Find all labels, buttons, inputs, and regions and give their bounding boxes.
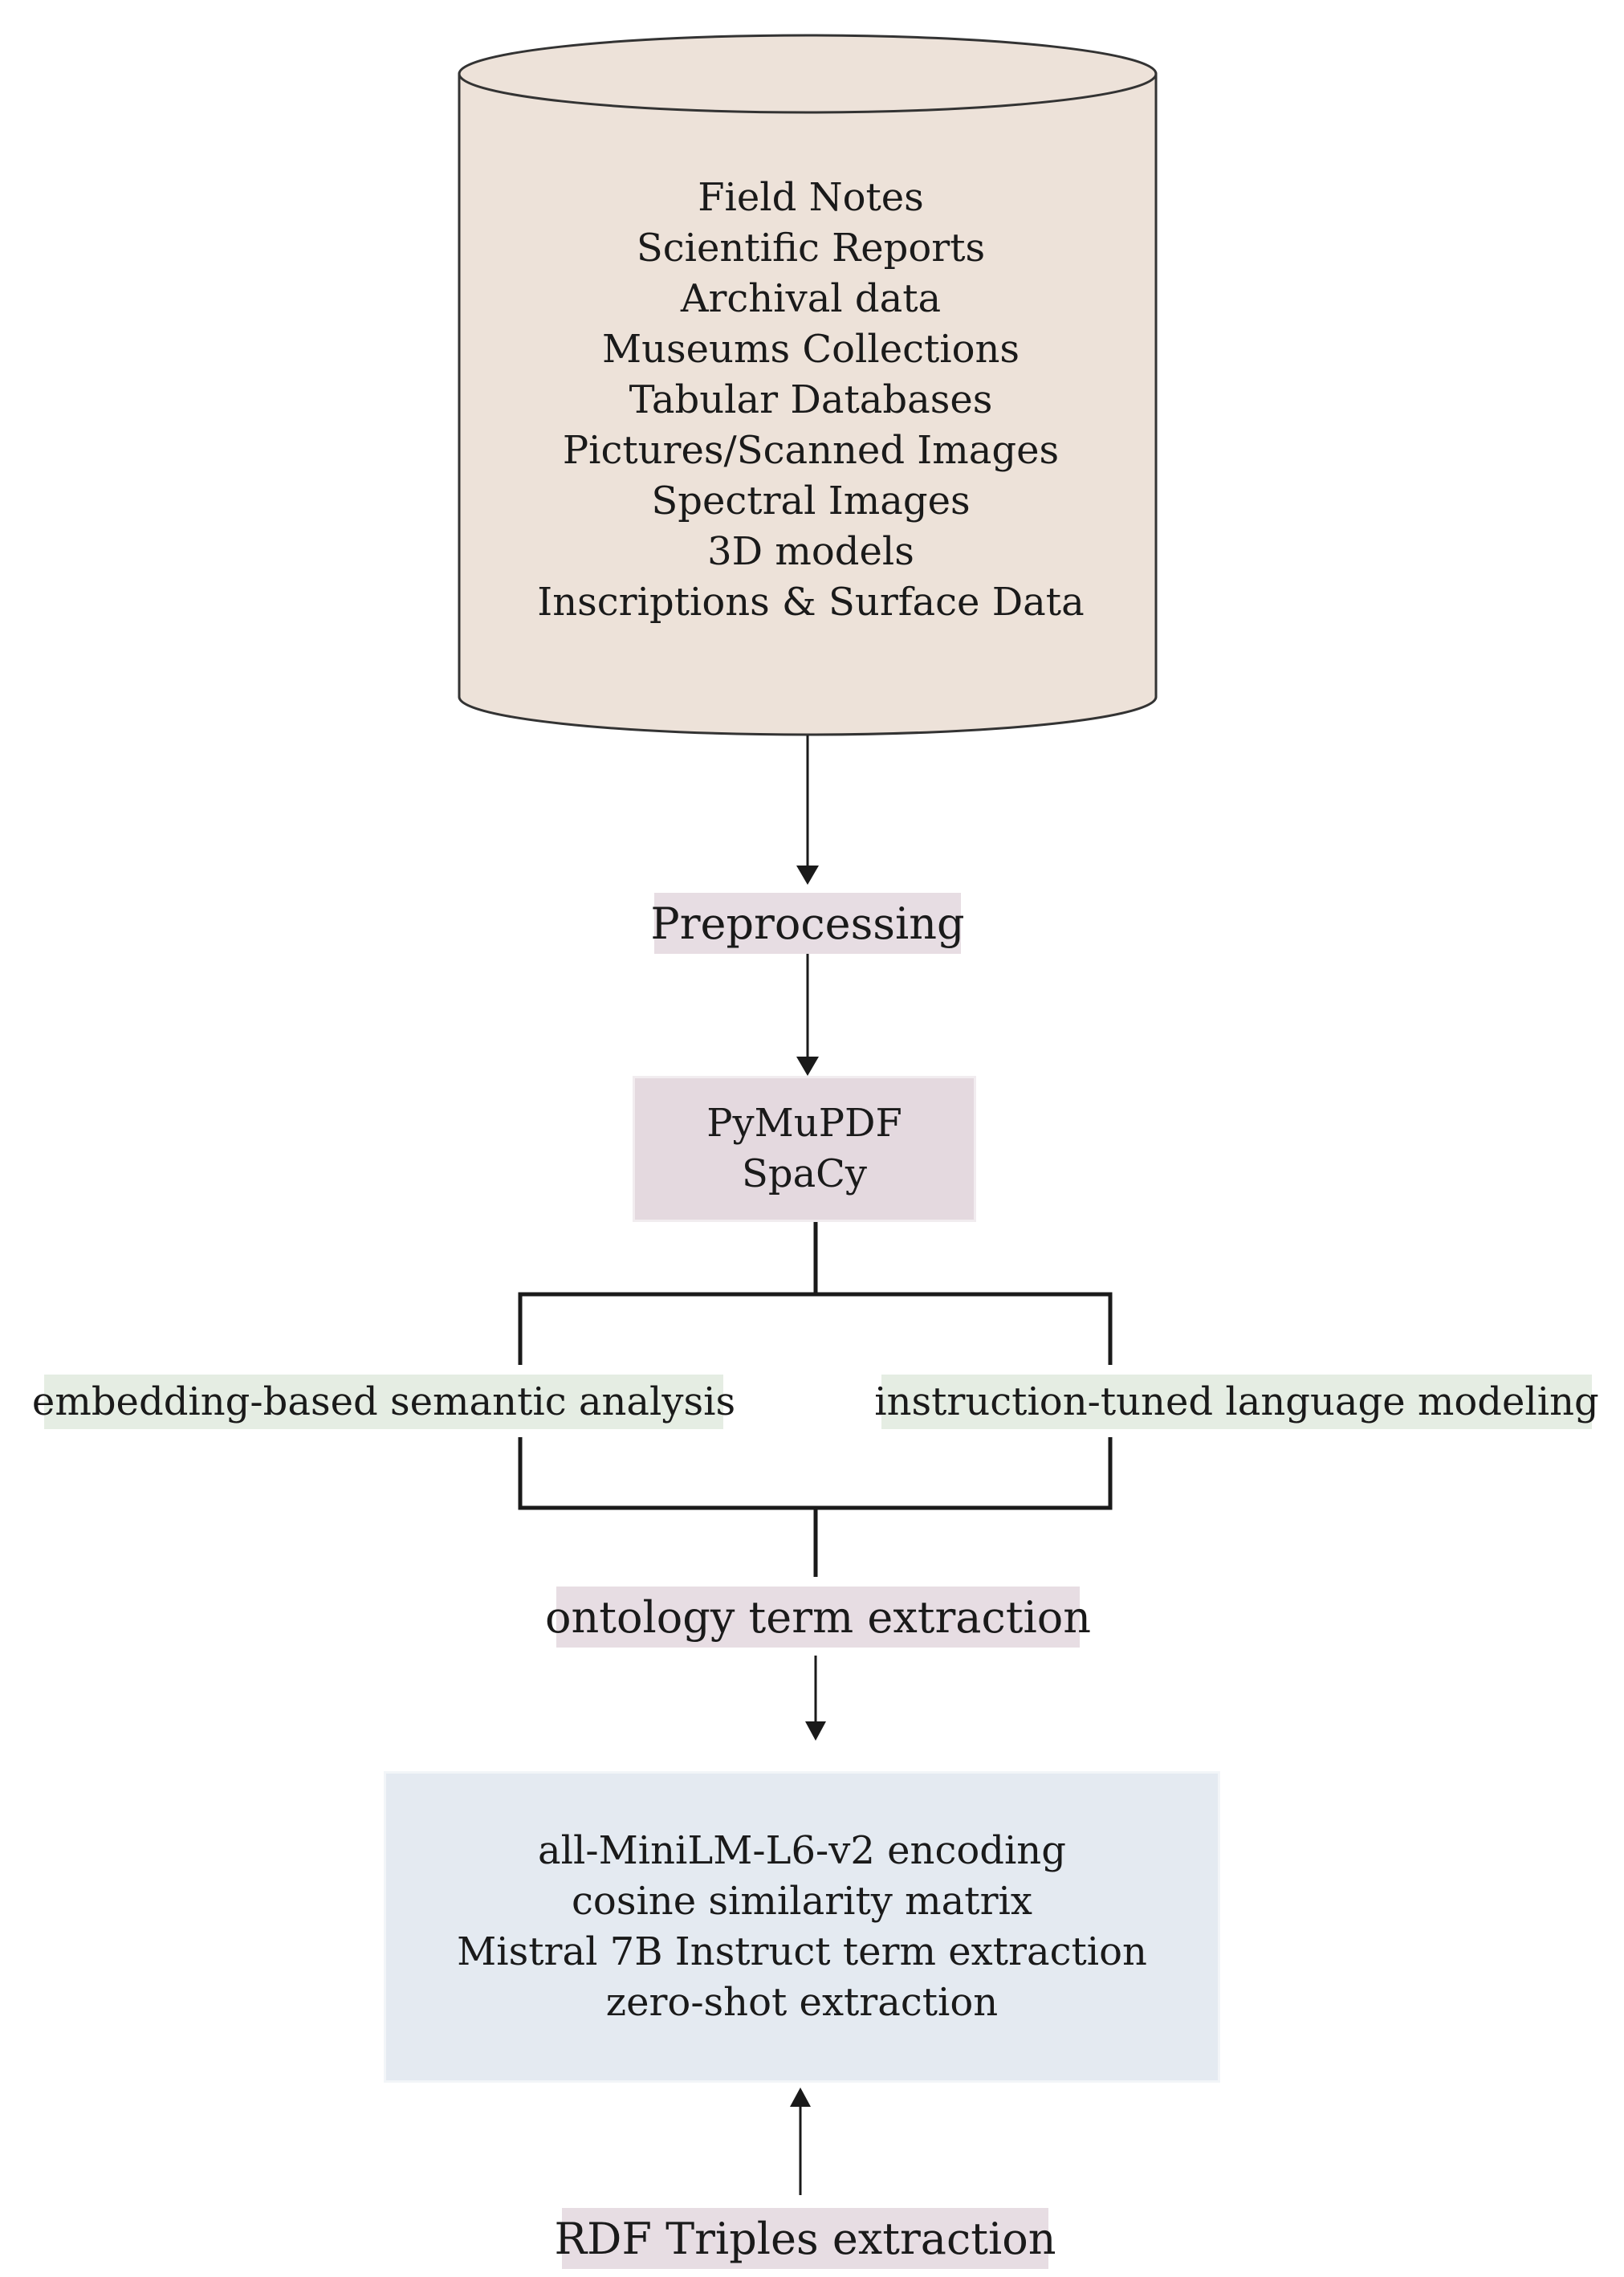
source-item: Inscriptions & Surface Data [537, 580, 1085, 625]
source-item: Tabular Databases [629, 377, 993, 422]
source-item: Field Notes [698, 175, 924, 220]
method-line: Mistral 7B Instruct term extraction [457, 1929, 1147, 1974]
methods-box: all-MiniLM-L6-v2 encoding cosine similar… [384, 1771, 1220, 2083]
arrow-from-rdf [790, 2088, 811, 2195]
arrow-to-tools [796, 949, 819, 1076]
arrow-to-preprocessing [796, 735, 819, 885]
source-item: Pictures/Scanned Images [562, 428, 1060, 473]
tool-line: SpaCy [741, 1151, 868, 1196]
branch-split-bracket [518, 1222, 1113, 1365]
data-sources-list: Field Notes Scientific Reports Archival … [459, 173, 1162, 628]
tools-box: PyMuPDF SpaCy [633, 1076, 976, 1222]
tool-line: PyMuPDF [706, 1101, 902, 1146]
rdf-triples-label: RDF Triples extraction [555, 2208, 1056, 2269]
method-line: all-MiniLM-L6-v2 encoding [538, 1828, 1066, 1873]
method-line: zero-shot extraction [605, 1980, 999, 2025]
language-model-branch-label: instruction-tuned language modeling [874, 1375, 1599, 1429]
ontology-extraction-label: ontology term extraction [545, 1587, 1091, 1648]
source-item: Archival data [680, 276, 942, 321]
method-line: cosine similarity matrix [572, 1879, 1032, 1924]
source-item: 3D models [707, 529, 914, 574]
source-item: Scientific Reports [636, 226, 986, 271]
preprocessing-label: Preprocessing [650, 893, 965, 954]
branch-merge-bracket [518, 1437, 1113, 1577]
source-item: Museums Collections [601, 327, 1020, 372]
arrow-to-methods [805, 1656, 826, 1741]
database-cylinder [458, 34, 1158, 736]
source-item: Spectral Images [651, 479, 971, 523]
embedding-branch-label: embedding-based semantic analysis [32, 1375, 735, 1429]
